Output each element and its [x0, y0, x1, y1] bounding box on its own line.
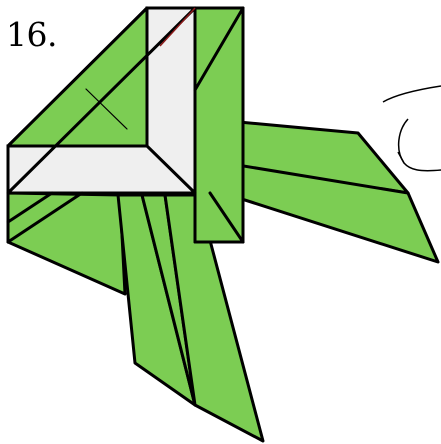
lower-left-flap — [8, 193, 125, 294]
turn-over-arrow — [383, 86, 441, 171]
